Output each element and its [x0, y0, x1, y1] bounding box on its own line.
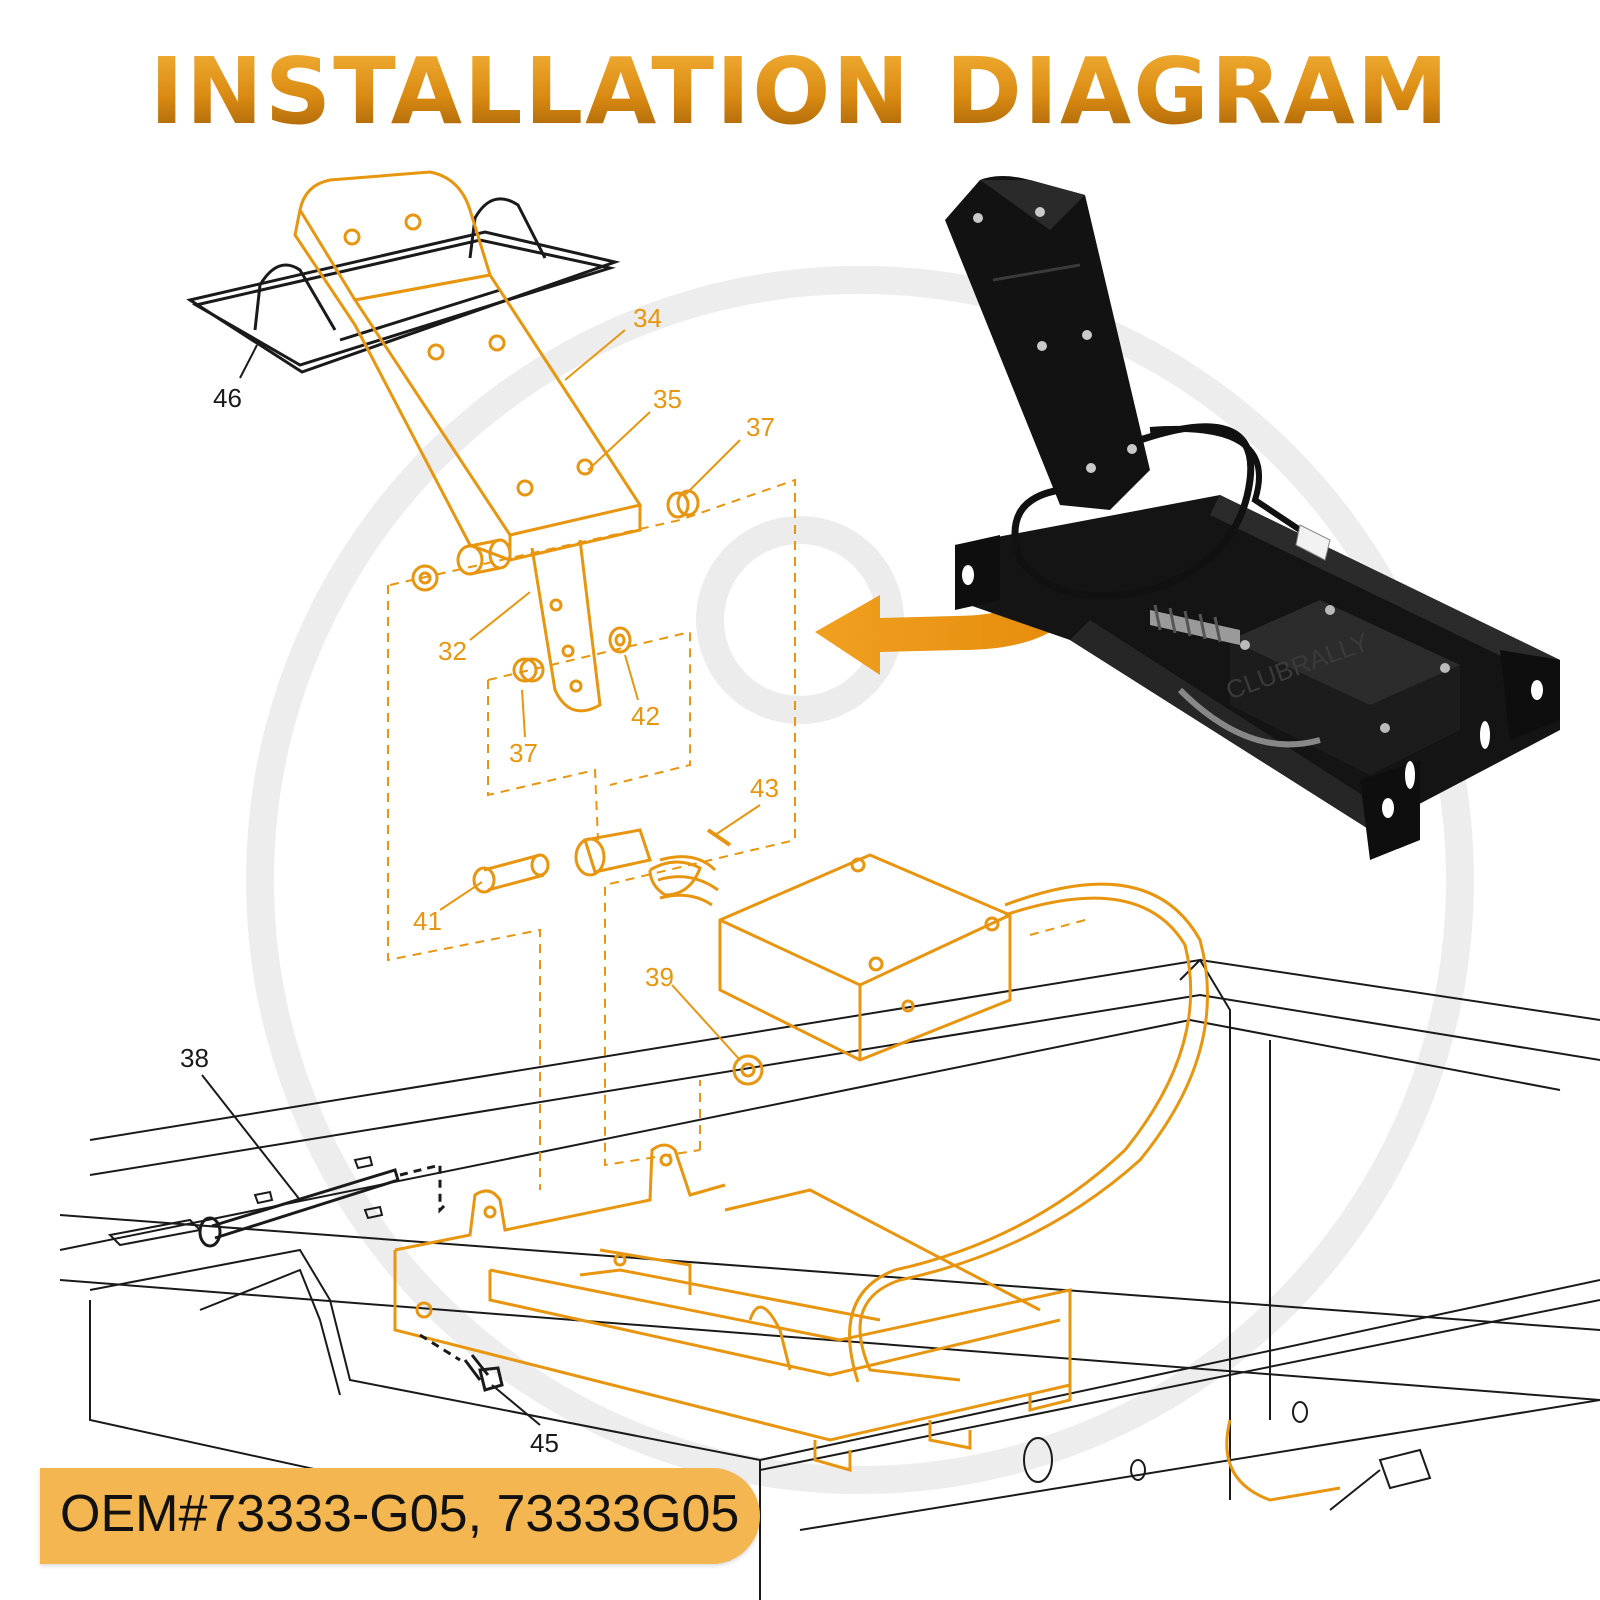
- callout-38: 38: [180, 1043, 209, 1073]
- callout-39: 39: [645, 962, 674, 992]
- pedal-assembly-34: [293, 170, 643, 713]
- curved-arrow-icon: [815, 560, 1090, 675]
- callout-42: 42: [631, 701, 660, 731]
- spring-clip-39: [732, 1054, 764, 1086]
- part-callouts: 46 34 35 37 32 37 42 43 41 39 38 45: [180, 303, 779, 1458]
- diagram-title: INSTALLATION DIAGRAM: [149, 38, 1451, 145]
- mounting-bracket: [393, 1143, 1072, 1472]
- callout-34: 34: [633, 303, 662, 333]
- watermark-logo: [246, 266, 1474, 1494]
- callout-32: 32: [438, 636, 467, 666]
- callout-35: 35: [653, 384, 682, 414]
- pin-38: [198, 1163, 447, 1248]
- callout-37-lower: 37: [509, 738, 538, 768]
- product-photo-pedal: CLUBRALLY: [945, 176, 1560, 860]
- oem-part-number: OEM#73333-G05, 73333G05: [60, 1485, 740, 1543]
- assembly-dash-lines: [387, 478, 1086, 1190]
- mount-plate-46: [186, 197, 621, 374]
- bolt-45: [419, 1333, 504, 1392]
- sensor-box: [574, 828, 1341, 1502]
- callout-46: 46: [213, 383, 242, 413]
- callout-37-top: 37: [746, 412, 775, 442]
- callout-45: 45: [530, 1428, 559, 1458]
- leader-lines: [201, 329, 761, 1426]
- callout-41: 41: [413, 906, 442, 936]
- pivot-bushings: [411, 489, 732, 894]
- oem-badge: OEM#73333-G05, 73333G05: [40, 1468, 760, 1564]
- callout-43: 43: [750, 773, 779, 803]
